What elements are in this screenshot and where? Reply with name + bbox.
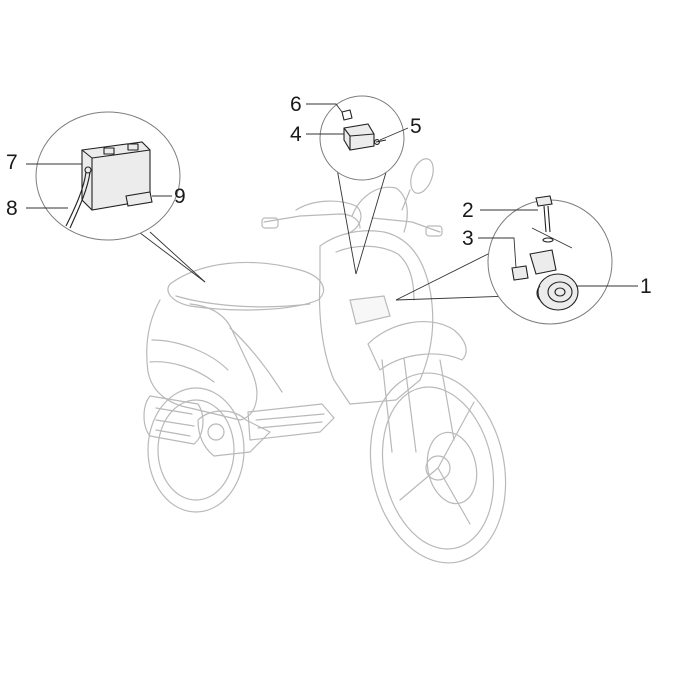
callout-leaders	[26, 103, 638, 287]
front-body	[318, 230, 434, 405]
muffler	[143, 395, 204, 445]
horn-bolt	[531, 195, 573, 249]
relay	[343, 123, 375, 151]
scooter-outline	[143, 158, 507, 564]
front-wheel	[369, 372, 507, 564]
seat	[167, 261, 324, 311]
horn	[536, 273, 579, 311]
battery-detail	[35, 111, 181, 241]
rear-body-panel	[146, 299, 258, 421]
relay-screw	[374, 139, 387, 145]
battery-pad	[125, 191, 153, 207]
callout-1: 1	[640, 275, 652, 298]
callout-5: 5	[410, 115, 422, 138]
floorboard	[247, 403, 335, 441]
mirror	[401, 158, 434, 211]
relay-bracket	[341, 109, 353, 121]
callout-7: 7	[6, 151, 18, 174]
horn-bracket	[511, 249, 557, 281]
callout-9: 9	[174, 185, 186, 208]
callout-8: 8	[6, 197, 18, 220]
handlebar	[261, 200, 443, 237]
relay-detail	[319, 95, 405, 181]
rear-wheel	[147, 387, 245, 513]
vent-tube	[65, 166, 92, 229]
callout-4: 4	[290, 123, 302, 146]
callout-2: 2	[462, 199, 474, 222]
callout-6: 6	[290, 93, 302, 116]
horn-detail	[487, 195, 613, 325]
callout-3: 3	[462, 227, 474, 250]
